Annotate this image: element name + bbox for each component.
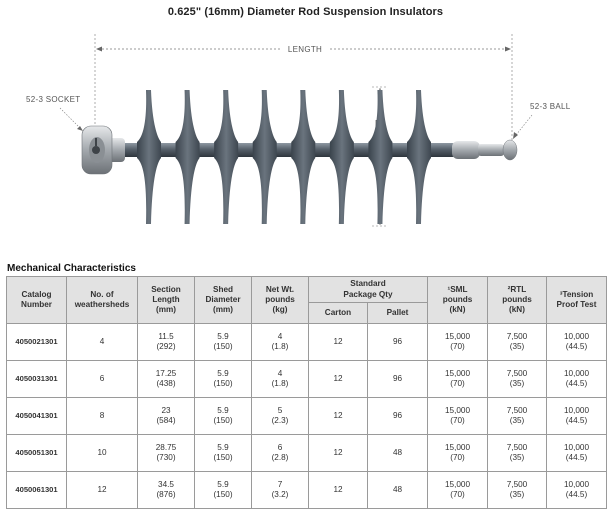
- cell-pallet: 96: [367, 397, 428, 435]
- cell-rtl: 7,500(35): [487, 323, 547, 361]
- table-row: 4050061301 12 34.5(876) 5.9(150) 7(3.2) …: [6, 471, 607, 509]
- cell-weight: 4(1.8): [251, 323, 309, 361]
- page-title: 0.625" (16mm) Diameter Rod Suspension In…: [167, 6, 444, 18]
- ball-arrow-icon: [513, 132, 518, 139]
- weathershed-5: [291, 90, 316, 224]
- cell-sheds: 8: [66, 397, 138, 435]
- cell-weight: 5(2.3): [251, 397, 309, 435]
- socket-arrow-icon: [77, 126, 83, 131]
- cell-sml: 15,000(70): [427, 434, 488, 472]
- cell-rtl: 7,500(35): [487, 397, 547, 435]
- cell-sheds: 12: [66, 471, 138, 509]
- cell-catalog: 4050031301: [6, 360, 67, 398]
- ball-leader: [515, 114, 533, 136]
- weathersheds: [137, 90, 431, 224]
- cell-length: 28.75(730): [137, 434, 195, 472]
- cell-sml: 15,000(70): [427, 323, 488, 361]
- cell-length: 17.25(438): [137, 360, 195, 398]
- cell-sml: 15,000(70): [427, 360, 488, 398]
- cell-rtl: 7,500(35): [487, 434, 547, 472]
- ball-label: 52-3 BALL: [530, 102, 571, 111]
- socket-leader: [59, 107, 81, 129]
- cell-pallet: 48: [367, 471, 428, 509]
- cell-sheds: 4: [66, 323, 138, 361]
- cell-tension: 10,000(44.5): [546, 471, 607, 509]
- table-row: 4050031301 6 17.25(438) 5.9(150) 4(1.8) …: [6, 360, 607, 398]
- socket-label: 52-3 SOCKET: [26, 95, 80, 104]
- weathershed-3: [214, 90, 239, 224]
- cell-tension: 10,000(44.5): [546, 434, 607, 472]
- cell-sml: 15,000(70): [427, 397, 488, 435]
- cell-length: 34.5(876): [137, 471, 195, 509]
- cell-pallet: 96: [367, 323, 428, 361]
- weathershed-2: [175, 90, 200, 224]
- cell-sheds: 10: [66, 434, 138, 472]
- cell-sheds: 6: [66, 360, 138, 398]
- insulator-illustration: LENGTH D 52-3 SOCKET 52-3 BALL: [26, 34, 571, 227]
- cell-rtl: 7,500(35): [487, 471, 547, 509]
- cell-length: 11.5(292): [137, 323, 195, 361]
- ball-fitting-icon: [452, 139, 518, 161]
- weathershed-8: [407, 90, 431, 224]
- weathershed-4: [252, 90, 277, 224]
- table-row: 4050041301 8 23(584) 5.9(150) 5(2.3) 12 …: [6, 397, 607, 435]
- cell-catalog: 4050051301: [6, 434, 67, 472]
- length-arrow-left-icon: [96, 46, 102, 52]
- cell-carton: 12: [308, 434, 368, 472]
- cell-diameter: 5.9(150): [194, 323, 252, 361]
- cell-pallet: 48: [367, 434, 428, 472]
- cell-length: 23(584): [137, 397, 195, 435]
- header-net-weight: Net Wt.pounds(kg): [251, 276, 309, 324]
- cell-tension: 10,000(44.5): [546, 397, 607, 435]
- cell-pallet: 96: [367, 360, 428, 398]
- cell-diameter: 5.9(150): [194, 397, 252, 435]
- cell-carton: 12: [308, 397, 368, 435]
- weathershed-1: [137, 90, 161, 224]
- weathershed-7: [368, 90, 393, 224]
- socket-fitting-icon: [81, 125, 125, 175]
- cell-weight: 7(3.2): [251, 471, 309, 509]
- cell-catalog: 4050021301: [6, 323, 67, 361]
- cell-weight: 4(1.8): [251, 360, 309, 398]
- cell-sml: 15,000(70): [427, 471, 488, 509]
- cell-diameter: 5.9(150): [194, 434, 252, 472]
- insulator-diagram: LENGTH D 52-3 SOCKET 52-3 BALL: [0, 28, 611, 250]
- table-row: 4050021301 4 11.5(292) 5.9(150) 4(1.8) 1…: [6, 323, 607, 361]
- header-carton: Carton: [308, 302, 368, 324]
- cell-diameter: 5.9(150): [194, 360, 252, 398]
- cell-weight: 6(2.8): [251, 434, 309, 472]
- length-arrow-right-icon: [505, 46, 511, 52]
- cell-tension: 10,000(44.5): [546, 323, 607, 361]
- cell-rtl: 7,500(35): [487, 360, 547, 398]
- length-label: LENGTH: [288, 45, 322, 54]
- cell-carton: 12: [308, 471, 368, 509]
- cell-carton: 12: [308, 360, 368, 398]
- cell-diameter: 5.9(150): [194, 471, 252, 509]
- cell-catalog: 4050041301: [6, 397, 67, 435]
- header-pallet: Pallet: [367, 302, 428, 324]
- cell-carton: 12: [308, 323, 368, 361]
- weathershed-6: [329, 90, 354, 224]
- cell-catalog: 4050061301: [6, 471, 67, 509]
- cell-tension: 10,000(44.5): [546, 360, 607, 398]
- table-row: 4050051301 10 28.75(730) 5.9(150) 6(2.8)…: [6, 434, 607, 472]
- section-heading: Mechanical Characteristics: [7, 263, 136, 274]
